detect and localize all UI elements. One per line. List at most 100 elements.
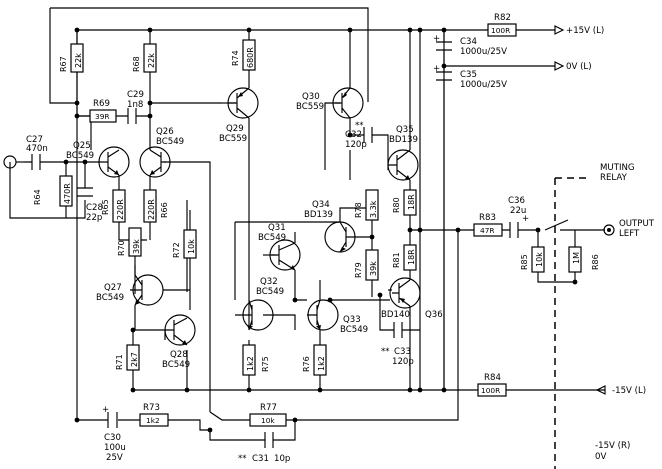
q27-ref: Q27	[104, 283, 122, 293]
c28-plates	[77, 187, 93, 197]
r82-val: 100R	[491, 26, 510, 35]
r84-val: 100R	[481, 386, 500, 395]
c29-plates	[127, 108, 137, 124]
q33-ref: Q33	[343, 315, 361, 325]
q35-symbol	[387, 149, 419, 181]
q30-symbol	[332, 87, 364, 119]
r76-val: 1k2	[317, 356, 326, 371]
output-label-1: OUTPUT	[619, 219, 655, 229]
c28-ref: C28	[86, 203, 103, 213]
r71-body	[126, 344, 140, 371]
rail-arrows	[554, 25, 606, 395]
r75-ref: R75	[261, 356, 270, 372]
q26-type: BC549	[156, 137, 184, 147]
r70-val: 39k	[132, 239, 141, 254]
r80-body	[403, 189, 417, 216]
c34-plates	[436, 41, 452, 51]
output-terminal	[603, 224, 615, 236]
r81-ref: R81	[392, 252, 401, 268]
r80-val: 18R	[407, 194, 416, 210]
r66-val: 220R	[147, 199, 156, 220]
r64-body	[59, 175, 73, 207]
c27-ref: C27	[26, 135, 43, 145]
r78-body	[365, 189, 379, 221]
c30-plus: +	[102, 405, 109, 415]
c32-plates	[363, 127, 373, 143]
q29-symbol	[227, 87, 259, 119]
c32-ref: C32	[345, 130, 362, 140]
c30-plates	[107, 412, 118, 428]
c31-plates	[264, 432, 274, 448]
r79-body	[365, 249, 379, 281]
q31-symbol	[269, 239, 301, 271]
r76-body	[313, 344, 327, 376]
q26-symbol	[139, 146, 171, 178]
c29-val: 1n8	[127, 100, 143, 110]
q35-ref: Q35	[396, 125, 414, 135]
r68-val: 22k	[147, 53, 156, 68]
q34-type: BD139	[304, 210, 333, 220]
r64-ref: R64	[33, 189, 42, 205]
rail-zero-r-label: 0V	[595, 452, 606, 462]
r66-ref: R66	[160, 202, 169, 218]
c27-plates	[31, 154, 41, 170]
r74-val: 680R	[246, 47, 255, 68]
r64-val: 470R	[63, 183, 72, 204]
r67-val: 22k	[74, 53, 83, 68]
c34-ref: C34	[460, 37, 477, 47]
c32-val: 120p	[345, 140, 367, 150]
r82-ref: R82	[494, 13, 511, 23]
r83-body	[473, 223, 503, 237]
r78-ref: R78	[354, 202, 363, 218]
r70-ref: R70	[117, 240, 126, 256]
muting-label-1: MUTING	[600, 163, 635, 173]
q29-type: BC559	[219, 134, 247, 144]
q34-symbol	[324, 221, 356, 253]
c33-plates	[393, 322, 403, 338]
r77-body	[249, 413, 287, 427]
r83-ref: R83	[479, 213, 496, 223]
c32-star: **	[355, 121, 364, 131]
r69-body	[89, 109, 117, 123]
c34-val: 1000u/25V	[460, 47, 507, 57]
r72-body	[183, 229, 197, 259]
r74-ref: R74	[231, 50, 240, 66]
q36-ref: Q36	[425, 310, 443, 320]
q29-ref: Q29	[226, 124, 244, 134]
c30-val: 100u	[104, 443, 126, 453]
q33-symbol	[307, 299, 339, 331]
q32-type: BC549	[256, 287, 284, 297]
r76-ref: R76	[302, 356, 311, 372]
annotation-labels: MUTING RELAY OUTPUT LEFT ** ** **	[238, 121, 655, 464]
muting-label-2: RELAY	[600, 173, 628, 183]
c35-plates	[436, 71, 452, 81]
rail-labels: +15V (L) 0V (L) -15V (L) -15V (R) 0V	[566, 26, 646, 462]
c30-val2: 25V	[106, 453, 123, 463]
r72-val: 10k	[187, 239, 196, 254]
r67-body	[70, 43, 84, 73]
r84-ref: R84	[484, 373, 501, 383]
q25-ref: Q25	[73, 141, 91, 151]
q32-ref: Q32	[260, 277, 278, 287]
q26-ref: Q26	[156, 127, 174, 137]
r68-body	[143, 43, 157, 73]
q31-ref: Q31	[268, 223, 286, 233]
r73-body	[139, 413, 169, 427]
r65-body	[112, 189, 126, 223]
resistor-bodies	[59, 23, 582, 427]
q36-symbol	[389, 277, 421, 309]
c35-plus: +	[433, 64, 440, 74]
r83-val: 47R	[480, 226, 495, 235]
q31-type: BC549	[258, 233, 286, 243]
r77-val: 10k	[261, 416, 275, 425]
c29-ref: C29	[127, 90, 144, 100]
r79-ref: R79	[354, 262, 363, 278]
rail-pos-label: +15V (L)	[566, 26, 604, 36]
q27-symbol	[130, 274, 164, 306]
r77-ref: R77	[260, 403, 277, 413]
r68-ref: R68	[132, 56, 141, 72]
r86-val: 1M	[572, 252, 581, 264]
c30-ref: C30	[104, 433, 121, 443]
c33-star: **	[381, 347, 390, 357]
